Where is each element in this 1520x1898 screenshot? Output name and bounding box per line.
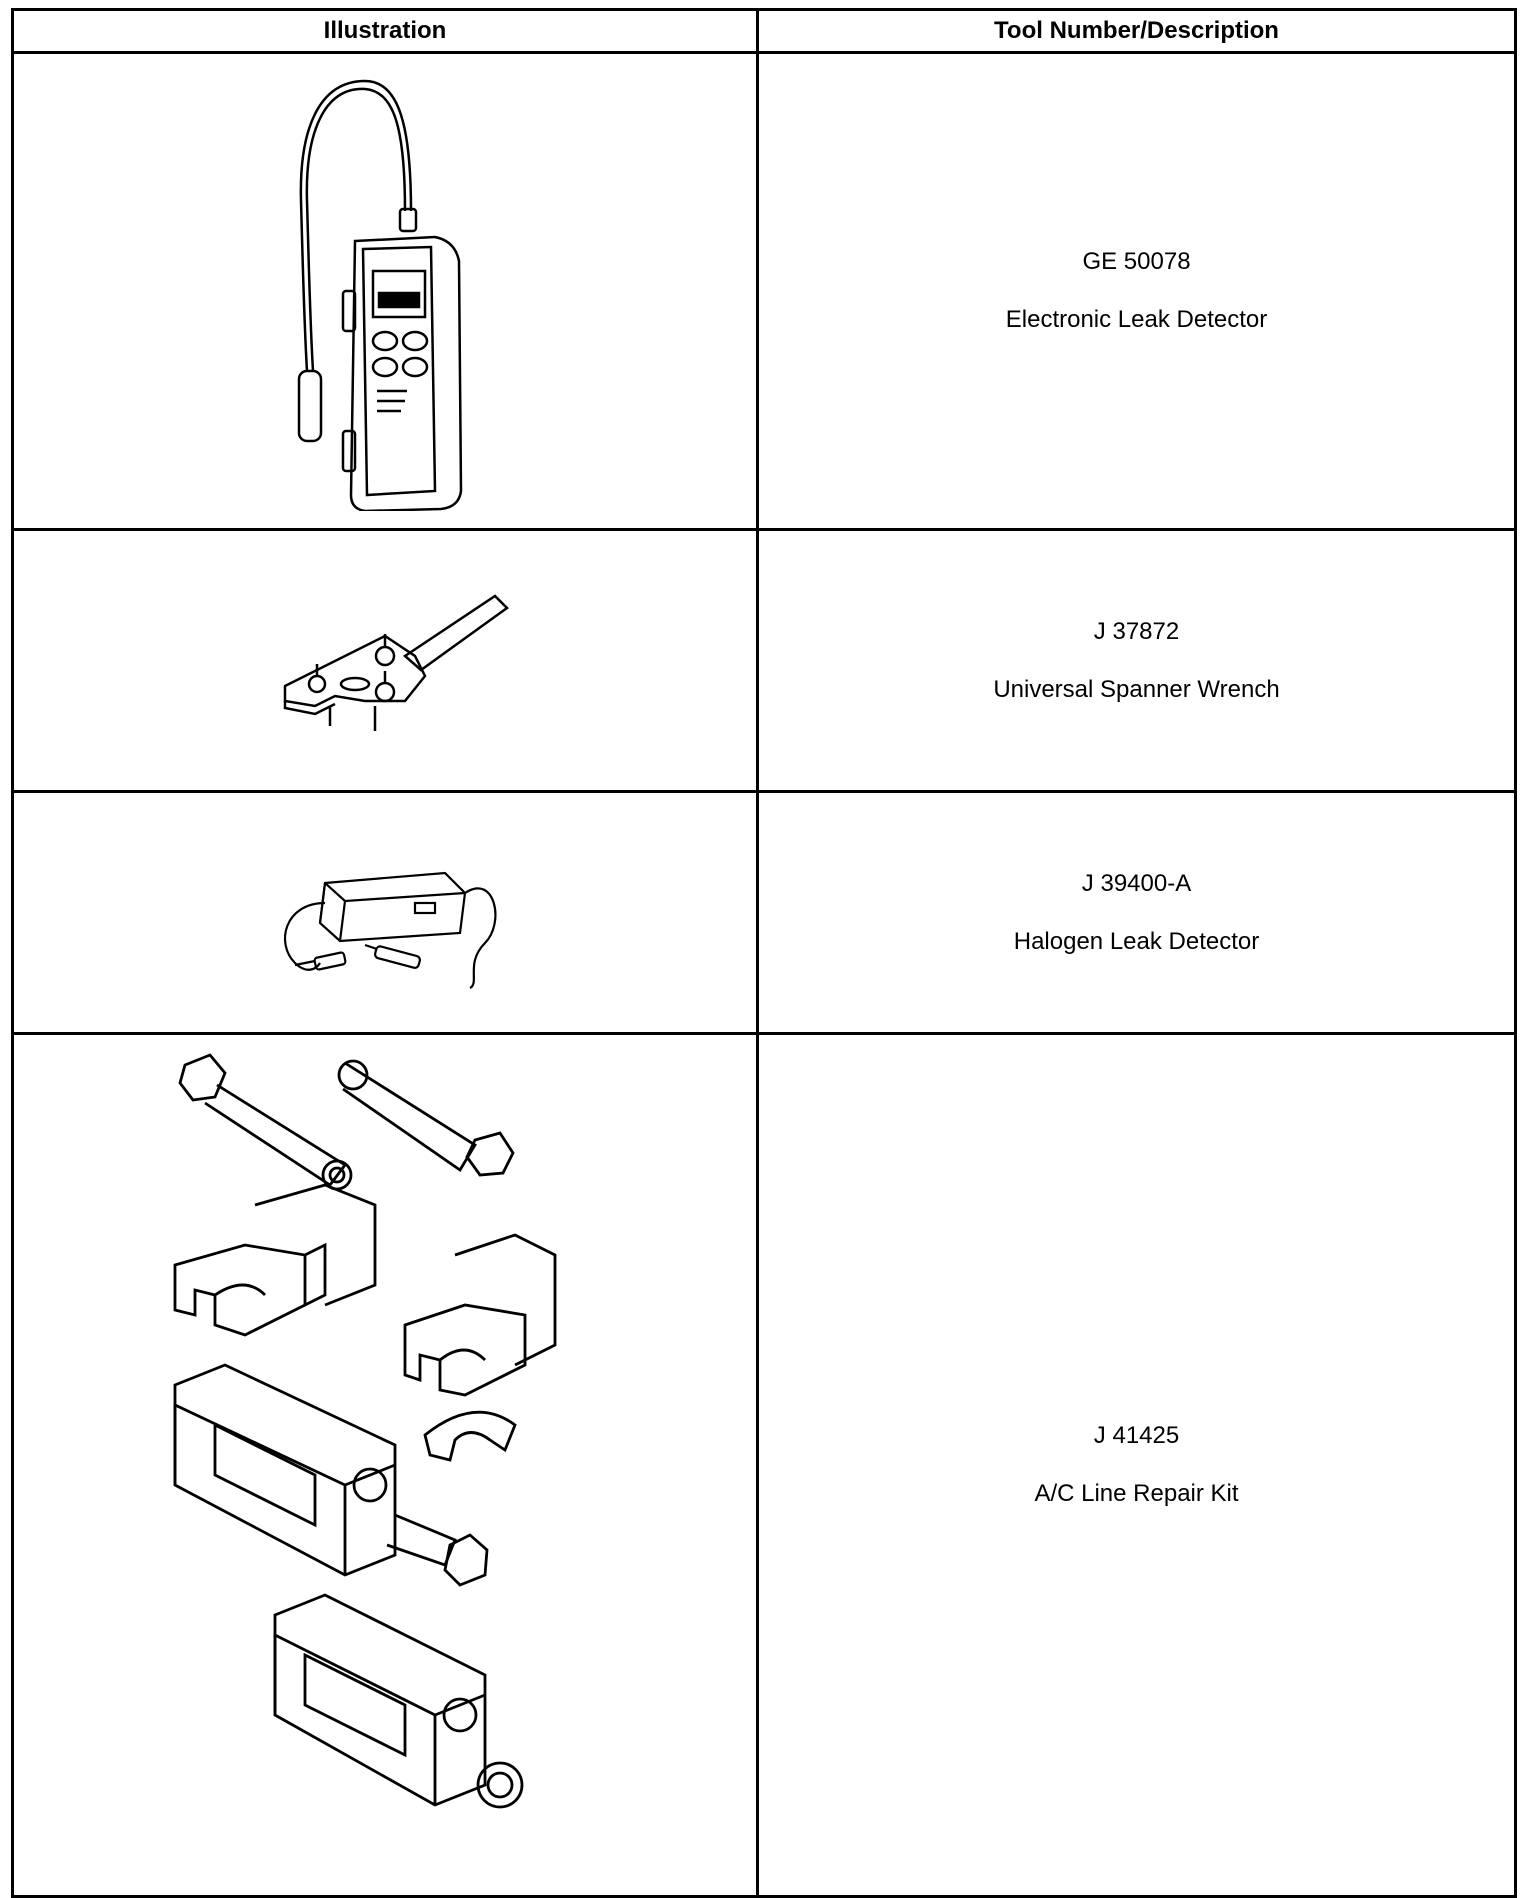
illustration-cell xyxy=(11,528,759,793)
table-row: J 37872 Universal Spanner Wrench xyxy=(11,528,1517,793)
header-row: Illustration Tool Number/Description xyxy=(11,8,1517,54)
table-row: J 39400-A Halogen Leak Detector xyxy=(11,790,1517,1035)
illustration-cell xyxy=(11,1032,759,1898)
tool-description: Electronic Leak Detector xyxy=(1005,306,1268,333)
header-illustration: Illustration xyxy=(11,8,759,54)
tool-description: Halogen Leak Detector xyxy=(1013,927,1260,955)
illustration-cell xyxy=(11,51,759,531)
tool-number: J 41425 xyxy=(1093,1422,1180,1449)
tool-description: Universal Spanner Wrench xyxy=(993,675,1280,703)
illustration-cell xyxy=(11,790,759,1035)
spanner-wrench-icon xyxy=(283,593,509,731)
tool-description-cell: GE 50078 Electronic Leak Detector xyxy=(756,51,1517,531)
halogen-leak-detector-icon xyxy=(283,871,497,989)
table-row: GE 50078 Electronic Leak Detector xyxy=(11,51,1517,531)
tool-description-cell: J 37872 Universal Spanner Wrench xyxy=(756,528,1517,793)
tool-description-cell: J 39400-A Halogen Leak Detector xyxy=(756,790,1517,1035)
header-tool-number-description: Tool Number/Description xyxy=(756,8,1517,54)
tool-number: J 37872 xyxy=(1093,617,1180,645)
tool-description: A/C Line Repair Kit xyxy=(1034,1480,1239,1507)
tool-number: GE 50078 xyxy=(1082,248,1191,275)
electronic-leak-detector-icon xyxy=(297,79,463,511)
tool-description-cell: J 41425 A/C Line Repair Kit xyxy=(756,1032,1517,1898)
tool-table: Illustration Tool Number/Description xyxy=(11,8,1517,1898)
ac-line-repair-kit-icon xyxy=(173,1053,557,1809)
table-row: J 41425 A/C Line Repair Kit xyxy=(11,1032,1517,1898)
tool-number: J 39400-A xyxy=(1081,869,1192,897)
